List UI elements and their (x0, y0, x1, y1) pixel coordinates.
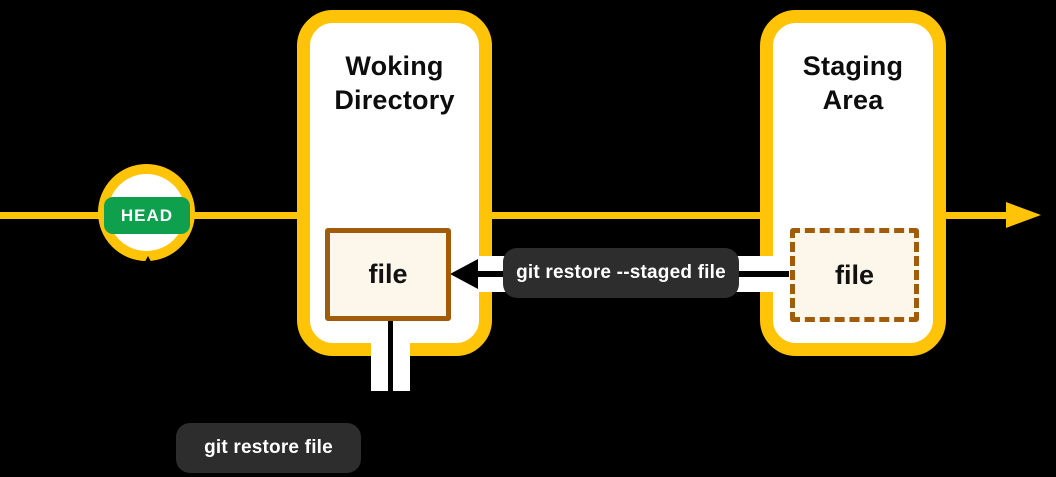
git-restore-file-label: git restore file (176, 423, 361, 473)
git-restore-staged-label: git restore --staged file (503, 248, 739, 298)
commit-timeline-line (0, 212, 1008, 219)
staging-area-title: Staging Area (802, 51, 904, 115)
working-directory-file-label: file (368, 259, 408, 289)
restore-connector-line (388, 321, 393, 391)
restore-staged-arrowhead-icon (450, 259, 478, 289)
git-restore-file-text: git restore file (204, 437, 333, 458)
timeline-arrowhead-icon (1006, 202, 1041, 228)
working-directory-file-box: file (325, 228, 451, 321)
git-restore-staged-text: git restore --staged file (516, 262, 726, 283)
head-badge: HEAD (104, 197, 190, 234)
staging-area-file-label: file (834, 259, 874, 290)
working-directory-title: Woking Directory (334, 51, 455, 115)
head-arrow-notch-icon (140, 256, 156, 271)
staging-area-file-box: file (790, 228, 919, 322)
